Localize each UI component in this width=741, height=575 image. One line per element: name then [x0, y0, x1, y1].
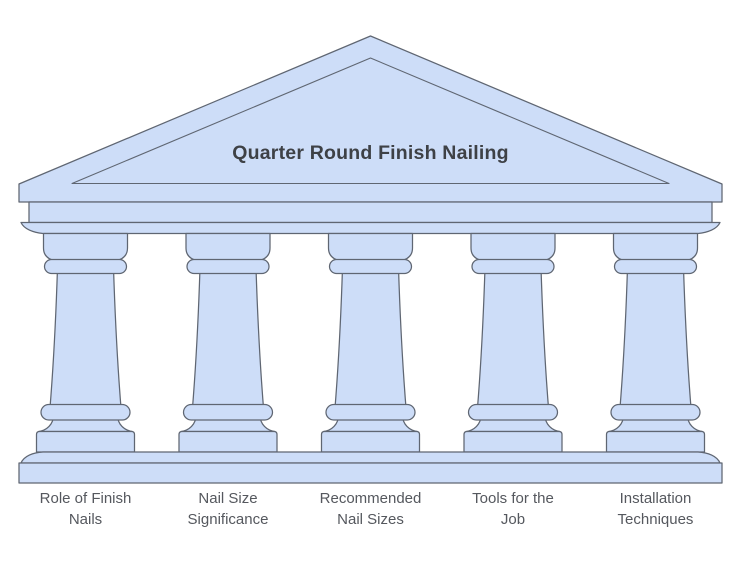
architrave [28, 201, 713, 224]
pillar-label-4-line-2: Job [500, 511, 526, 528]
temple-title: Quarter Round Finish Nailing [232, 142, 509, 164]
pediment-inner-triangle [71, 57, 670, 185]
pillar-label-2-line-1: Nail Size [198, 490, 258, 507]
pillar-label-1: Role of Finish Nails [11, 488, 161, 530]
column-1 [35, 232, 136, 453]
pillar-label-2-line-2: Significance [187, 511, 269, 528]
pillar-label-3-line-2: Nail Sizes [337, 511, 404, 528]
pillar-label-5-line-1: Installation [619, 490, 692, 507]
pillar-label-3: Recommended Nail Sizes [296, 488, 446, 530]
pillar-label-2: Nail Size Significance [153, 488, 303, 530]
base-platform [18, 462, 723, 484]
column-5 [605, 232, 706, 453]
stylobate-step [20, 451, 721, 464]
column-3 [320, 232, 421, 453]
column-4 [463, 232, 563, 453]
pillar-label-1-line-1: Role of Finish [39, 490, 132, 507]
pillar-label-5-line-2: Techniques [617, 511, 694, 528]
pediment [18, 35, 723, 203]
pillar-label-1-line-2: Nails [68, 511, 103, 528]
pillar-label-3-line-1: Recommended [319, 490, 422, 507]
pillar-label-4: Tools for the Job [438, 488, 588, 530]
column-2 [178, 232, 278, 453]
cornice [20, 221, 721, 235]
pillar-label-4-line-1: Tools for the [472, 490, 554, 507]
pillar-label-5: Installation Techniques [581, 488, 731, 530]
